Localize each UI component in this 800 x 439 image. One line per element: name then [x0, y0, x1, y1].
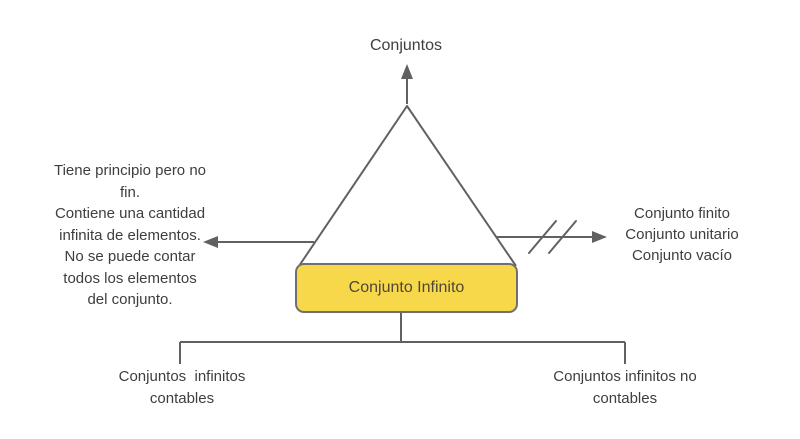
- infinite-set-node-label: Conjunto Infinito: [348, 279, 465, 296]
- infinite-set-node-box: [295, 263, 518, 313]
- triangle-shape: [298, 105, 517, 267]
- branch-label-countable: Conjuntos infinitos contables: [118, 368, 246, 407]
- infinite-set-description-note: Tiene principio pero no fin. Contiene un…: [53, 162, 207, 308]
- double-slash-mark-2: [548, 220, 577, 254]
- double-slash-mark-1: [528, 220, 557, 254]
- up-arrowhead-icon: [401, 64, 413, 79]
- right-arrowhead-icon: [592, 231, 607, 243]
- left-arrowhead-icon: [203, 236, 218, 248]
- branch-label-uncountable: Conjuntos infinitos no contables: [553, 368, 697, 407]
- branch-connector-lines: [179, 312, 626, 364]
- diagram-title: Conjuntos: [369, 37, 443, 54]
- excluded-set-types-note: Conjunto finito Conjunto unitario Conjun…: [625, 205, 739, 264]
